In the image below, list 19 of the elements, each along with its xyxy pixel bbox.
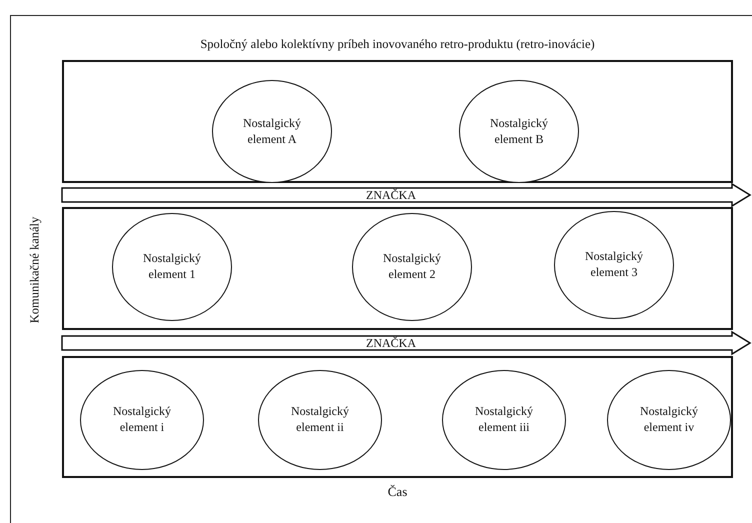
ellipse-label: Nostalgický element i xyxy=(112,404,172,436)
block-arrow xyxy=(62,184,750,206)
ellipse-label: Nostalgický element iii xyxy=(474,404,534,436)
ellipse-label: Nostalgický element A xyxy=(242,116,302,148)
ellipse-label: Nostalgický element 1 xyxy=(142,251,202,283)
band-box xyxy=(62,60,733,183)
block-arrow xyxy=(62,332,750,354)
axis-label: Komunikačné kanály xyxy=(28,216,42,324)
band-box xyxy=(62,207,733,330)
arrow-label: ZNAČKA xyxy=(366,337,416,349)
title: Spoločný alebo kolektívny príbeh inovovaného retro-produktu (retro-inovácie) xyxy=(199,37,596,52)
axis-label: Čas xyxy=(386,484,408,500)
ellipse-label: Nostalgický element iv xyxy=(639,404,699,436)
ellipse-label: Nostalgický element 3 xyxy=(584,249,644,281)
band-box xyxy=(62,356,733,478)
ellipse-label: Nostalgický element 2 xyxy=(382,251,442,283)
arrow-label: ZNAČKA xyxy=(366,189,416,201)
ellipse-label: Nostalgický element ii xyxy=(290,404,350,436)
ellipse-label: Nostalgický element B xyxy=(489,116,549,148)
